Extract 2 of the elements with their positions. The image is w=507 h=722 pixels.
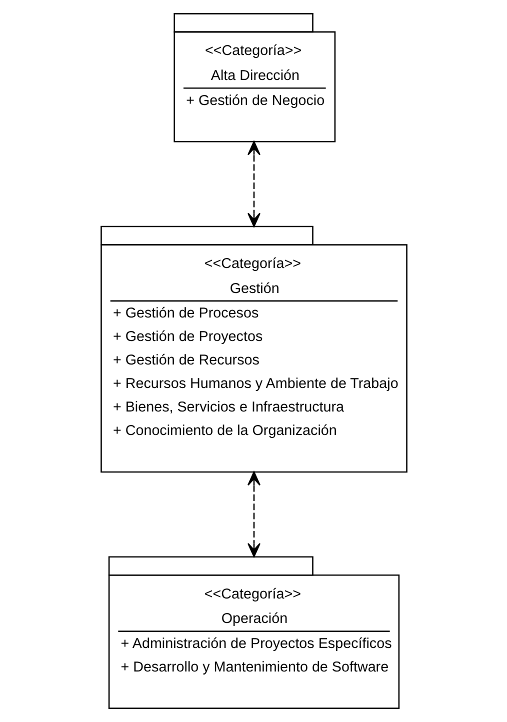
arrow xyxy=(246,471,260,558)
arrow xyxy=(246,141,260,228)
